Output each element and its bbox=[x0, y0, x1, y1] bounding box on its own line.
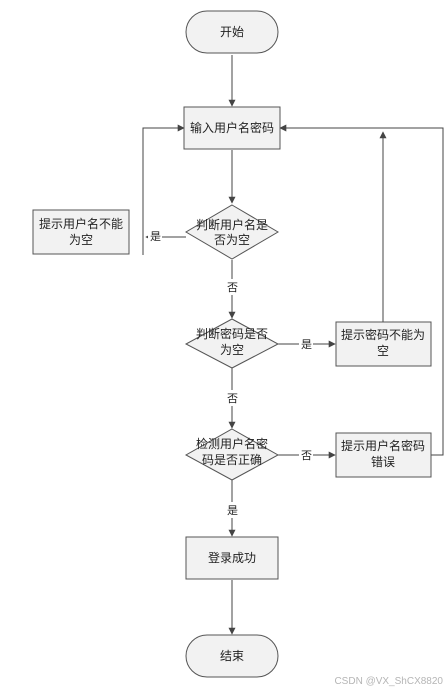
login-success-node: 登录成功 bbox=[185, 536, 279, 580]
start-label: 开始 bbox=[220, 25, 244, 39]
watermark: CSDN @VX_ShCX8820 bbox=[334, 676, 443, 687]
edge-label-pwd-yes: 是 bbox=[301, 338, 312, 351]
verify-line2: 码是否正确 bbox=[202, 453, 262, 467]
prompt-username-line1: 提示用户名不能 bbox=[39, 216, 123, 231]
login-success-label: 登录成功 bbox=[208, 550, 256, 565]
check-password-decision: 判断密码是否 为空 bbox=[184, 318, 280, 369]
end-label: 结束 bbox=[220, 649, 244, 663]
prompt-password-line2: 空 bbox=[377, 344, 389, 358]
input-node: 输入用户名密码 bbox=[183, 106, 281, 150]
verify-line1: 检测用户名密 bbox=[196, 436, 268, 451]
input-label: 输入用户名密码 bbox=[190, 120, 274, 135]
prompt-wrong-line2: 错误 bbox=[371, 455, 395, 469]
prompt-wrong-line1: 提示用户名密码 bbox=[341, 438, 425, 453]
end-node: 结束 bbox=[185, 634, 279, 678]
start-node: 开始 bbox=[185, 10, 279, 54]
prompt-password-empty-node: 提示密码不能为 空 bbox=[335, 321, 432, 367]
prompt-password-line1: 提示密码不能为 bbox=[341, 327, 425, 342]
check-password-line2: 为空 bbox=[220, 343, 244, 357]
check-username-line2: 否为空 bbox=[214, 233, 250, 247]
check-password-line1: 判断密码是否 bbox=[196, 326, 268, 341]
prompt-username-line2: 为空 bbox=[69, 233, 93, 247]
arrow-prompt-user-back-to-input bbox=[142, 124, 185, 255]
edge-labels: 是 否 是 否 否 是 bbox=[148, 228, 313, 518]
check-username-line1: 判断用户名是 bbox=[196, 217, 268, 232]
check-username-decision: 判断用户名是 否为空 bbox=[185, 204, 279, 260]
verify-credentials-decision: 检测用户名密 码是否正确 bbox=[184, 428, 280, 481]
edge-label-user-no: 否 bbox=[227, 281, 238, 294]
edge-label-verify-no: 否 bbox=[301, 449, 312, 462]
edge-label-pwd-no: 否 bbox=[227, 392, 238, 405]
edge-label-verify-yes: 是 bbox=[227, 504, 238, 517]
prompt-username-empty-node: 提示用户名不能 为空 bbox=[32, 209, 130, 255]
arrow-prompt-wrong-back-to-input bbox=[279, 124, 444, 456]
prompt-wrong-credentials-node: 提示用户名密码 错误 bbox=[335, 432, 432, 478]
edge-label-user-yes: 是 bbox=[150, 230, 161, 243]
